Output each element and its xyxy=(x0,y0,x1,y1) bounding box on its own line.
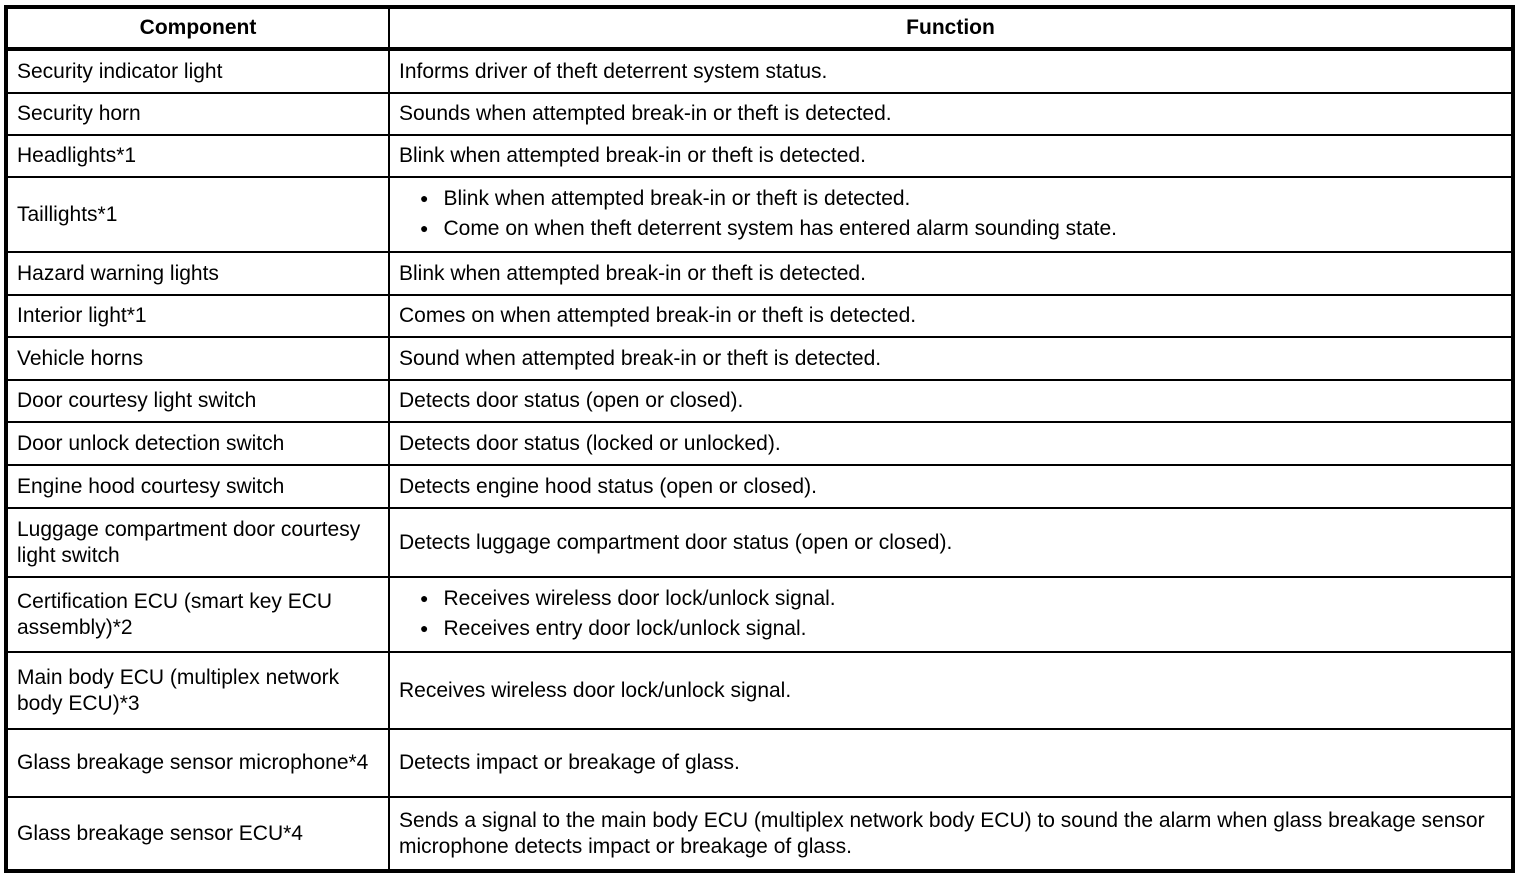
component-cell: Security indicator light xyxy=(5,48,390,94)
component-cell: Vehicle horns xyxy=(5,336,390,381)
component-cell: Door unlock detection switch xyxy=(5,421,390,466)
table-row: Vehicle horns Sound when attempted break… xyxy=(5,336,1514,381)
table-row: Certification ECU (smart key ECU assembl… xyxy=(5,576,1514,653)
function-cell: Detects door status (open or closed). xyxy=(388,379,1514,423)
component-cell: Taillights*1 xyxy=(5,176,390,253)
function-text: Come on when theft deterrent system has … xyxy=(443,217,1118,240)
function-cell: Informs driver of theft deterrent system… xyxy=(388,48,1514,94)
function-cell: Detects luggage compartment door status … xyxy=(388,507,1514,578)
component-cell: Door courtesy light switch xyxy=(5,379,390,423)
table-row: Security indicator light Informs driver … xyxy=(5,48,1514,94)
function-cell: Sounds when attempted break-in or theft … xyxy=(388,92,1514,136)
component-cell: Certification ECU (smart key ECU assembl… xyxy=(5,576,390,653)
component-cell: Glass breakage sensor microphone*4 xyxy=(5,728,390,798)
function-cell: Sends a signal to the main body ECU (mul… xyxy=(388,796,1514,872)
function-cell: Comes on when attempted break-in or thef… xyxy=(388,294,1514,338)
component-cell: Headlights*1 xyxy=(5,134,390,178)
function-bullet-item: ● Blink when attempted break-in or theft… xyxy=(399,186,1503,213)
component-cell: Luggage compartment door courtesy light … xyxy=(5,507,390,578)
header-function: Function xyxy=(388,6,1514,51)
table-row: Glass breakage sensor ECU*4 Sends a sign… xyxy=(5,796,1514,872)
table-row: Main body ECU (multiplex network body EC… xyxy=(5,651,1514,730)
table-row: Door unlock detection switch Detects doo… xyxy=(5,421,1514,466)
component-cell: Main body ECU (multiplex network body EC… xyxy=(5,651,390,730)
table-row: Security horn Sounds when attempted brea… xyxy=(5,92,1514,136)
table-row: Door courtesy light switch Detects door … xyxy=(5,379,1514,423)
function-text: Blink when attempted break-in or theft i… xyxy=(443,187,911,210)
component-cell: Hazard warning lights xyxy=(5,251,390,296)
function-cell: Detects engine hood status (open or clos… xyxy=(388,464,1514,509)
function-cell: ● Blink when attempted break-in or theft… xyxy=(388,176,1514,253)
bullet-icon: ● xyxy=(420,220,429,236)
function-cell: Detects door status (locked or unlocked)… xyxy=(388,421,1514,466)
function-text: Receives wireless door lock/unlock signa… xyxy=(443,587,836,610)
function-cell: Blink when attempted break-in or theft i… xyxy=(388,134,1514,178)
function-bullet-item: ● Come on when theft deterrent system ha… xyxy=(399,216,1503,243)
table-row: Taillights*1 ● Blink when attempted brea… xyxy=(5,176,1514,253)
function-bullet-item: ● Receives wireless door lock/unlock sig… xyxy=(399,586,1503,613)
function-cell: Detects impact or breakage of glass. xyxy=(388,728,1514,798)
function-bullet-item: ● Receives entry door lock/unlock signal… xyxy=(399,616,1503,643)
bullet-icon: ● xyxy=(420,190,429,206)
function-text: Receives entry door lock/unlock signal. xyxy=(443,617,807,640)
function-cell: Sound when attempted break-in or theft i… xyxy=(388,336,1514,381)
function-cell: Blink when attempted break-in or theft i… xyxy=(388,251,1514,296)
component-function-table: Component Function Security indicator li… xyxy=(4,5,1515,873)
component-cell: Security horn xyxy=(5,92,390,136)
table-row: Engine hood courtesy switch Detects engi… xyxy=(5,464,1514,509)
table-row: Interior light*1 Comes on when attempted… xyxy=(5,294,1514,338)
table-row: Glass breakage sensor microphone*4 Detec… xyxy=(5,728,1514,798)
table-row: Luggage compartment door courtesy light … xyxy=(5,507,1514,578)
table-header-row: Component Function xyxy=(5,6,1514,51)
function-cell: ● Receives wireless door lock/unlock sig… xyxy=(388,576,1514,653)
table-row: Hazard warning lights Blink when attempt… xyxy=(5,251,1514,296)
header-component: Component xyxy=(5,6,390,51)
table-row: Headlights*1 Blink when attempted break-… xyxy=(5,134,1514,178)
component-cell: Engine hood courtesy switch xyxy=(5,464,390,509)
bullet-icon: ● xyxy=(420,590,429,606)
function-cell: Receives wireless door lock/unlock signa… xyxy=(388,651,1514,730)
bullet-icon: ● xyxy=(420,620,429,636)
component-cell: Glass breakage sensor ECU*4 xyxy=(5,796,390,872)
component-cell: Interior light*1 xyxy=(5,294,390,338)
